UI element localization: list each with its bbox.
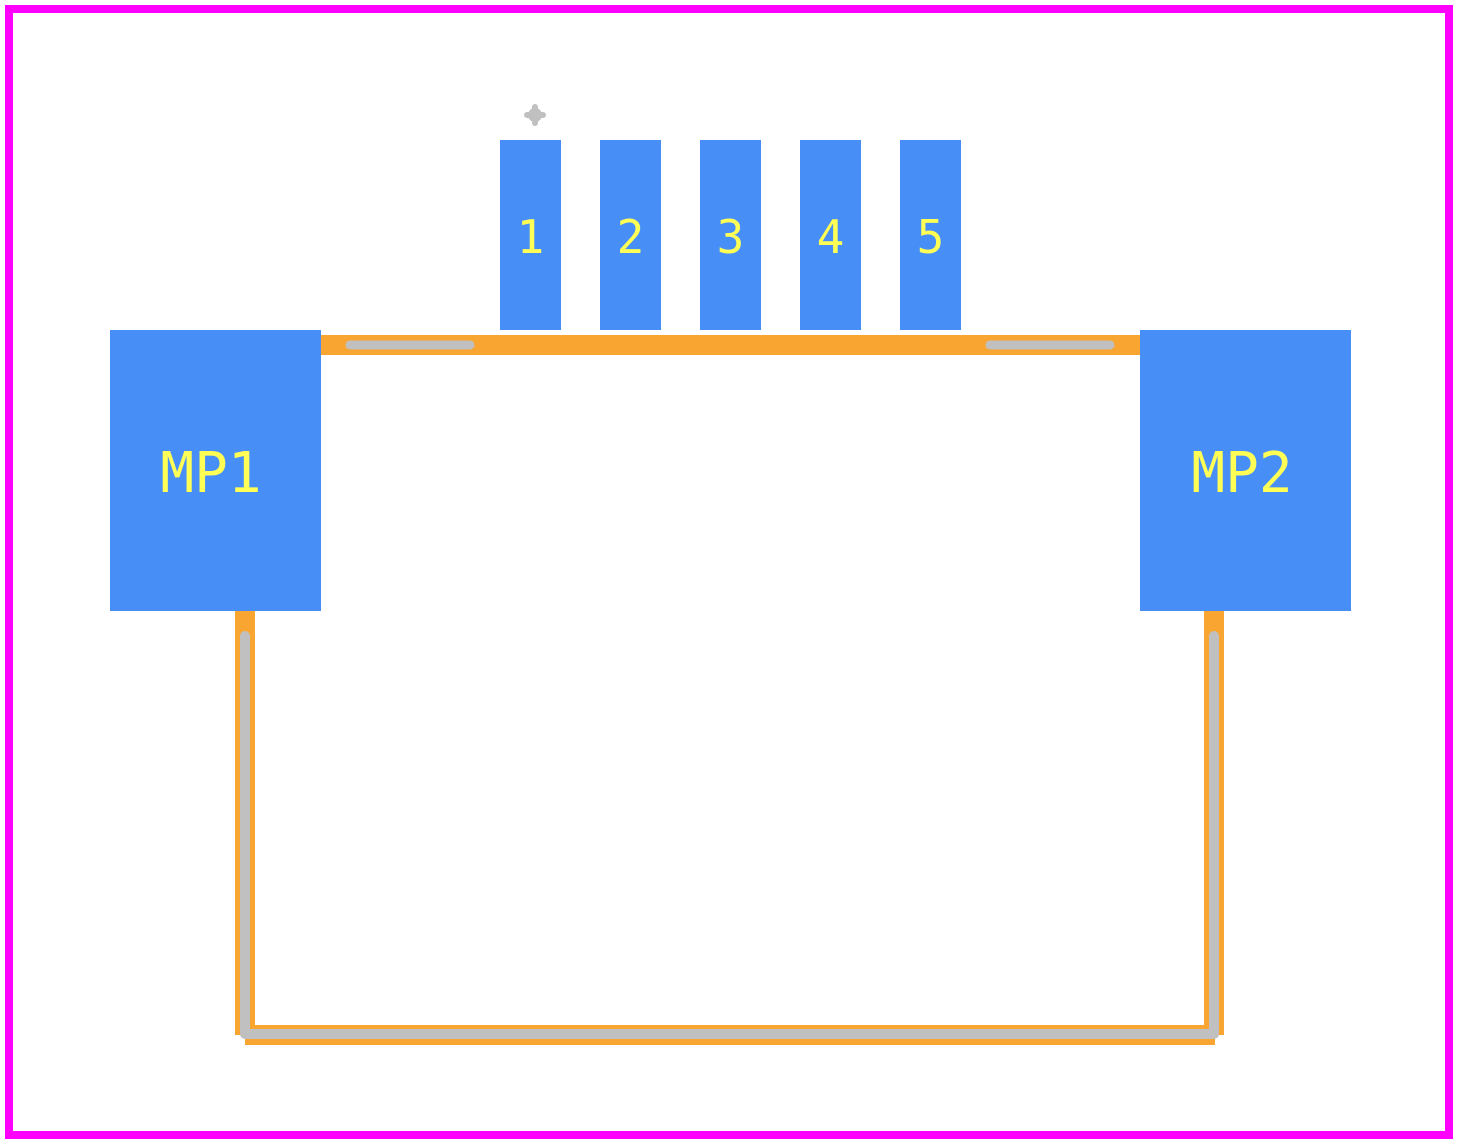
pad-4[interactable]: 4 [800, 140, 861, 330]
pad-1[interactable]: 1 [500, 140, 561, 330]
silkscreen [240, 340, 1219, 1039]
mounting-pad-mp1[interactable]: MP1 [110, 330, 321, 611]
pin1-dot-icon [524, 104, 546, 126]
pad-4-label: 4 [817, 210, 845, 264]
pad-3[interactable]: 3 [700, 140, 761, 330]
signal-pads: 1 2 3 4 5 [500, 140, 961, 330]
mounting-pad-mp2-label: MP2 [1191, 441, 1292, 506]
pad-1-label: 1 [517, 210, 545, 264]
pad-2[interactable]: 2 [600, 140, 661, 330]
mounting-pads: MP1 MP2 [110, 330, 1351, 611]
board-outline [5, 5, 1453, 1139]
pad-5[interactable]: 5 [900, 140, 961, 330]
mounting-pad-mp1-label: MP1 [160, 441, 261, 506]
courtyard-top-bar [320, 335, 1140, 355]
pad-3-label: 3 [717, 210, 745, 264]
mounting-pad-mp2[interactable]: MP2 [1140, 330, 1351, 611]
pad-2-label: 2 [617, 210, 645, 264]
courtyard-outline [235, 335, 1224, 1045]
pad-5-label: 5 [917, 210, 945, 264]
